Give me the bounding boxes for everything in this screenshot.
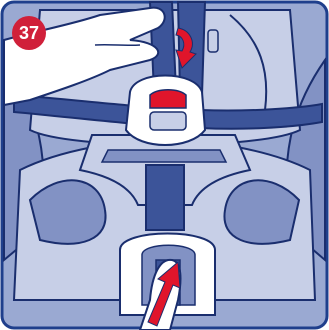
step-number: 37 — [19, 23, 39, 43]
buckle-housing-inner — [102, 150, 226, 162]
hand-finger-line — [95, 45, 140, 46]
buckle-release-tab — [150, 90, 186, 108]
buckle-slot — [150, 112, 186, 130]
cushion-right-contour — [224, 180, 299, 243]
crotch-strap — [146, 165, 184, 230]
harness-buckle — [126, 76, 205, 146]
strap-clip — [208, 30, 218, 52]
cushion-left-contour — [30, 180, 106, 243]
